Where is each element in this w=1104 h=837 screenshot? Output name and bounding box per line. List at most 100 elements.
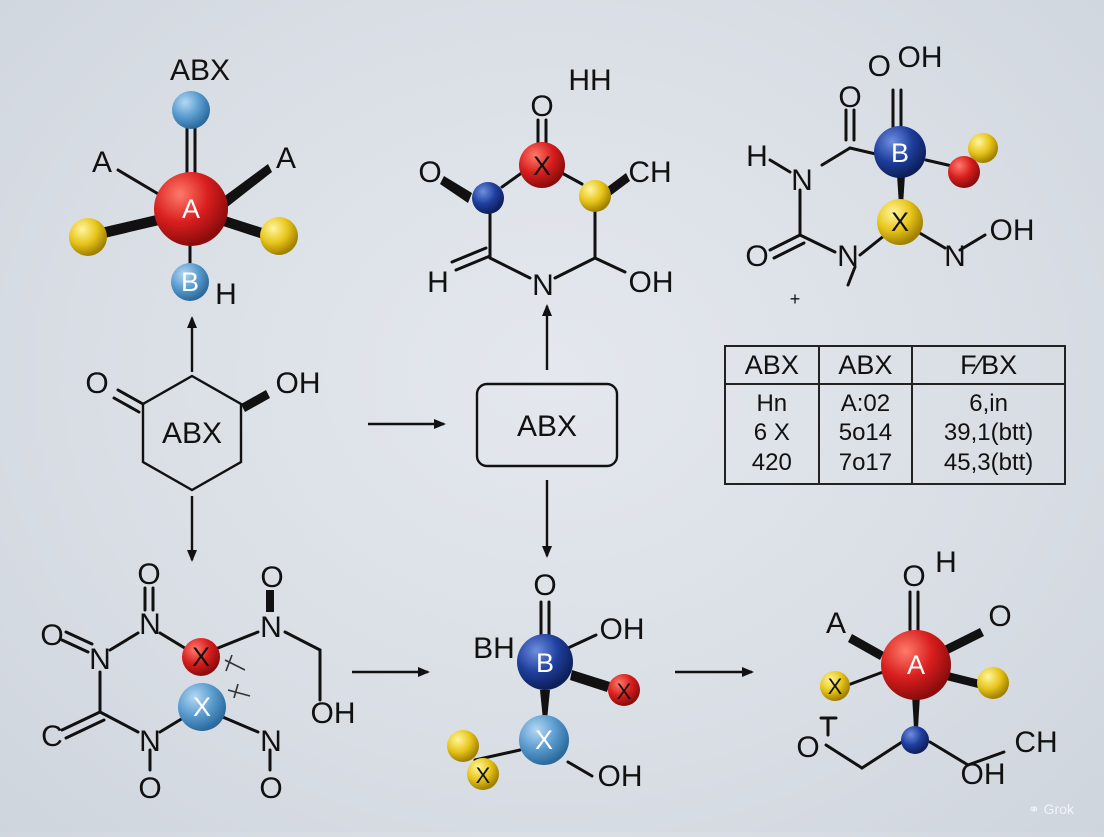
- molecule-4: ABX O OH: [85, 367, 321, 492]
- atom-m7-x-yellow: [467, 758, 499, 790]
- m6-label-o-top2: O: [260, 561, 283, 594]
- atom-m3-b-label: B: [891, 138, 909, 168]
- atom-m8-x-yellow: [820, 671, 850, 701]
- m1-label-h: H: [215, 278, 237, 311]
- table-cell: 7o17: [817, 447, 913, 484]
- molecule-8: X A O H A O O CH OH: [796, 546, 1057, 791]
- table-header-3: F⁄BX: [911, 346, 1065, 385]
- m3-label-oh-right: OH: [990, 214, 1035, 247]
- atom-m8-a-label: A: [907, 650, 925, 680]
- atom-m3-x: [877, 199, 923, 245]
- table-cell: 6,in: [911, 384, 1065, 419]
- atom-m1-right: [260, 217, 298, 255]
- table-cell: 6 X: [753, 419, 790, 447]
- m6-label-n-bottom: N: [139, 725, 161, 758]
- m8-label-o-left: O: [796, 731, 819, 764]
- atom-m8-x-yellow-label: X: [828, 674, 843, 699]
- table-row: 6 X 5o14 39,1(btt): [725, 418, 1065, 448]
- m4-ring-label: ABX: [162, 417, 222, 450]
- m7-label-oh-bottom: OH: [598, 760, 643, 793]
- m2-label-o-left: O: [418, 156, 441, 189]
- table-cell: Hn: [756, 390, 788, 418]
- m1-label-a-right: A: [276, 142, 296, 175]
- m3-label-n-left: N: [791, 164, 813, 197]
- m6-label-oh: OH: [311, 697, 356, 730]
- m2-label-ch: CH: [628, 156, 671, 189]
- table-cell: 45,3(btt): [911, 447, 1065, 484]
- m6-label-o-top1: O: [137, 558, 160, 591]
- atom-m8-yellow-right: [977, 667, 1009, 699]
- atom-m7-x-yellow-label: X: [476, 763, 491, 788]
- molecule-6: X X O O O N N O N C N N OH O O: [40, 558, 355, 805]
- table-header-1: ABX: [725, 346, 819, 385]
- m3-label-n-right: N: [944, 240, 966, 273]
- atom-m7-b-label: B: [536, 648, 554, 678]
- molecule-1-title: ABX: [170, 54, 230, 87]
- m2-label-o-top: O: [530, 90, 553, 123]
- m8-label-a: A: [826, 607, 846, 640]
- atom-m1-bottom-label: B: [181, 267, 199, 297]
- m3-label-o-top: O: [868, 50, 891, 83]
- m8-label-oh: OH: [961, 758, 1006, 791]
- atom-m3-red: [948, 156, 980, 188]
- m8-label-ch: CH: [1014, 726, 1057, 759]
- watermark: ⚭ Grok: [1028, 801, 1074, 817]
- m3-label-plus: +: [790, 289, 801, 309]
- atom-m6-x-blue: [178, 683, 226, 731]
- m6-label-o-bottom2: O: [259, 772, 282, 805]
- table-cell: 5o14: [817, 418, 913, 448]
- reaction-arrows: [187, 304, 754, 677]
- atom-m1-center: [154, 172, 228, 246]
- atom-m7-x-red-label: X: [617, 679, 632, 704]
- m1-label-a-left: A: [92, 146, 112, 179]
- atom-m6-x-red-label: X: [192, 642, 210, 672]
- atom-m3-yellow-small: [968, 133, 998, 163]
- m7-label-bh: BH: [473, 632, 515, 665]
- table-header-2: ABX: [817, 346, 913, 385]
- table-cell: 420: [751, 448, 792, 476]
- atom-m6-x-blue-label: X: [193, 692, 211, 722]
- molecule-2: X O HH O CH H N OH: [418, 64, 673, 302]
- table-row: Hn A:02 6,in: [725, 384, 1065, 419]
- table-header-row: ABX ABX F⁄BX: [725, 346, 1065, 385]
- properties-table: ABX ABX F⁄BX Hn A:02 6,in 6 X 5o14 39,1(…: [724, 345, 1066, 485]
- m7-label-oh-top: OH: [600, 613, 645, 646]
- atom-m2-top: [519, 142, 565, 188]
- atom-m8-blue: [901, 726, 929, 754]
- table-row: 420 7o17 45,3(btt): [725, 447, 1065, 484]
- atom-m7-b: [517, 634, 573, 690]
- molecule-3: B X OH O O H N O N N OH +: [745, 41, 1034, 309]
- m5-box-label: ABX: [517, 410, 577, 443]
- m7-label-o-top: O: [533, 569, 556, 602]
- m6-label-o-left: O: [40, 619, 63, 652]
- molecule-1: ABX A B A A H: [69, 54, 298, 311]
- m3-label-o-mid: O: [838, 81, 861, 114]
- m3-label-o-bottom: O: [745, 240, 768, 273]
- atom-m1-top: [172, 91, 210, 129]
- atom-m1-bottom: [171, 263, 209, 301]
- atom-m7-x-blue: [519, 715, 569, 765]
- m3-label-oh-top: OH: [898, 41, 943, 74]
- table-cell: A:02: [817, 384, 913, 419]
- atom-m1-center-label: A: [182, 194, 200, 224]
- table-cell: 39,1(btt): [911, 418, 1065, 448]
- m4-label-o: O: [85, 367, 108, 400]
- m6-label-c: C: [41, 720, 63, 753]
- m6-label-n-right-bottom: N: [260, 725, 282, 758]
- m6-label-n-left: N: [89, 643, 111, 676]
- m6-label-n-right-top: N: [260, 611, 282, 644]
- m3-label-n-bottom: N: [837, 240, 859, 273]
- m2-label-oh: OH: [629, 266, 674, 299]
- atom-m3-x-label: X: [891, 207, 909, 237]
- atom-m3-b: [874, 126, 926, 178]
- molecule-7: X X B X O OH BH OH: [447, 569, 645, 793]
- m6-label-n-top: N: [139, 608, 161, 641]
- m5-box: [475, 382, 619, 468]
- atom-m7-yellow-small: [447, 730, 479, 762]
- m6-label-o-bottom1: O: [138, 772, 161, 805]
- m2-label-h: H: [427, 266, 449, 299]
- atom-m6-x-red: [182, 638, 220, 676]
- watermark-text: Grok: [1043, 801, 1074, 817]
- atom-m2-top-label: X: [533, 151, 551, 181]
